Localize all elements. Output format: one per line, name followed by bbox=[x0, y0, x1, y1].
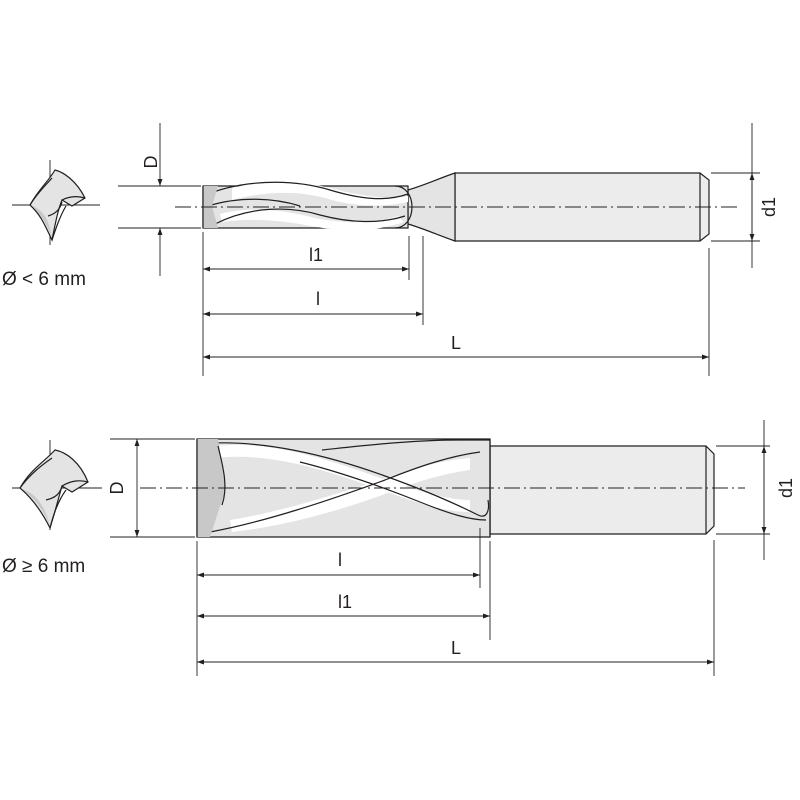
dimension-l-small: l bbox=[203, 289, 423, 317]
svg-text:l1: l1 bbox=[338, 592, 352, 612]
svg-text:l: l bbox=[316, 289, 320, 309]
dimension-d1-large: d1 bbox=[716, 420, 796, 560]
small-diameter-variant: Ø < 6 mm D bbox=[2, 123, 779, 376]
caption-large: Ø ≥ 6 mm bbox=[2, 556, 85, 577]
svg-text:d1: d1 bbox=[759, 197, 779, 217]
dimension-l-large: l bbox=[197, 550, 480, 578]
dimension-l1-small: l1 bbox=[203, 245, 409, 272]
flutes-small bbox=[202, 181, 413, 231]
dimension-D-small: D bbox=[118, 123, 201, 276]
caption-small: Ø < 6 mm bbox=[2, 269, 86, 290]
dimension-L-large: L bbox=[197, 638, 714, 665]
dimension-d1-small: d1 bbox=[711, 123, 779, 268]
large-diameter-variant: Ø ≥ 6 mm D bbox=[2, 420, 796, 676]
shank-large bbox=[489, 445, 715, 535]
svg-text:D: D bbox=[107, 482, 127, 495]
neck-small bbox=[407, 172, 456, 242]
end-view-icon-small bbox=[12, 160, 100, 245]
svg-text:L: L bbox=[451, 333, 461, 353]
dimension-l1-large: l1 bbox=[197, 592, 490, 619]
svg-text:d1: d1 bbox=[776, 478, 796, 498]
dimension-L-small: L bbox=[203, 333, 709, 360]
svg-text:l1: l1 bbox=[309, 245, 323, 265]
dimension-D-large: D bbox=[107, 438, 195, 538]
svg-text:L: L bbox=[451, 638, 461, 658]
end-view-icon-large bbox=[12, 440, 102, 530]
svg-text:D: D bbox=[141, 156, 161, 169]
svg-text:l: l bbox=[338, 550, 342, 570]
